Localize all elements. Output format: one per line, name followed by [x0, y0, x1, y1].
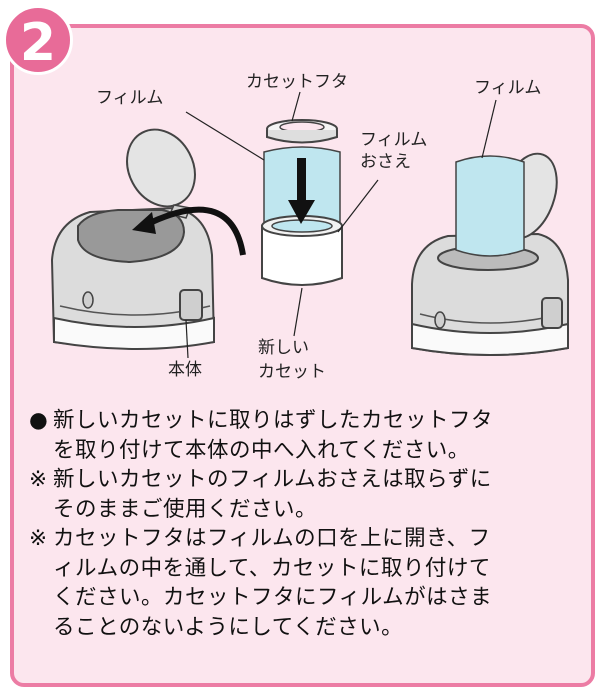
main-unit-left	[50, 128, 216, 350]
label-film-left: フィルム	[96, 88, 164, 108]
instructions: ●新しいカセットに取りはずしたカセットフタ を取り付けて本体の中へ入れてください…	[29, 406, 589, 642]
instruction-1-line-2: を取り付けて本体の中へ入れてください。	[53, 437, 470, 463]
label-film-right: フィルム	[474, 78, 542, 98]
instruction-1-line-1: ●新しいカセットに取りはずしたカセットフタ	[29, 408, 494, 433]
instruction-3-line-4: ることのないようにしてください。	[53, 614, 404, 640]
label-new-cassette-line2: カセット	[258, 362, 326, 382]
illustration	[50, 91, 569, 359]
instruction-3-line-2: ィルムの中を通して、カセットに取り付けて	[53, 555, 491, 581]
leader-lines	[185, 91, 497, 359]
cassette-assembly	[261, 119, 343, 286]
instruction-3-line-1: ※カセットフタはフィルムの口を上に開き、フ	[29, 526, 491, 551]
label-cassette-lid: カセットフタ	[246, 72, 348, 92]
instruction-2-line-2: そのままご使用ください。	[53, 496, 318, 522]
step-number-badge: 2	[3, 5, 73, 75]
insert-curve-arrow	[150, 206, 246, 256]
label-film-holder-line2: おさえ	[360, 152, 411, 172]
label-film-holder-line1: フィルム	[360, 130, 428, 150]
label-body: 本体	[168, 360, 202, 380]
label-new-cassette-line1: 新しい	[258, 338, 309, 358]
instruction-2-line-1: ※新しいカセットのフィルムおさえは取らずに	[29, 467, 492, 492]
instruction-3-line-3: ください。カセットフタにフィルムがはさま	[53, 585, 493, 610]
main-unit-right	[411, 152, 569, 356]
